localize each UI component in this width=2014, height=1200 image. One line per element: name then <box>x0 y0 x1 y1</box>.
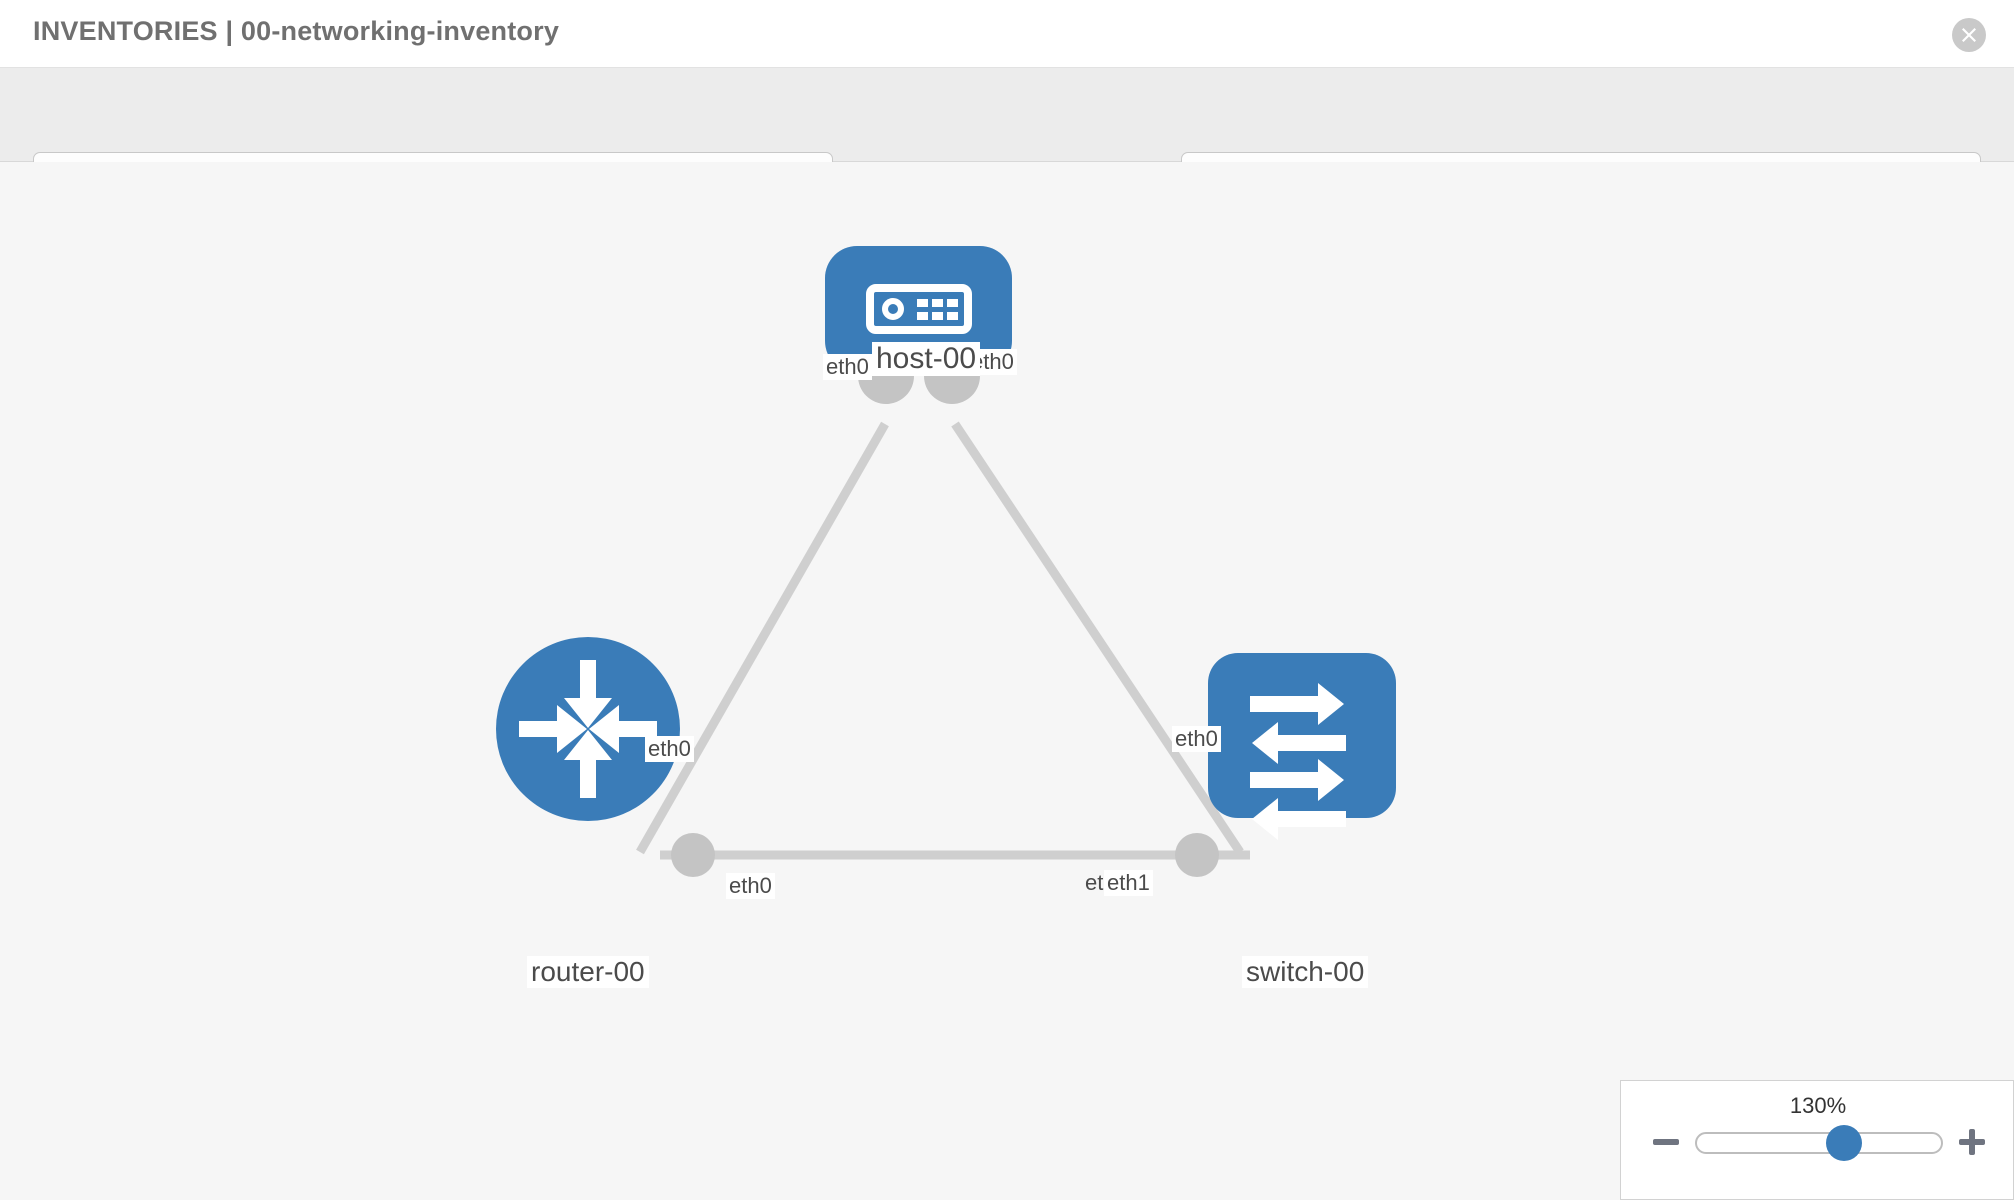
edge-label-switch-00-eth1: eth1 <box>1104 870 1153 896</box>
zoom-level-label: 130% <box>1789 1093 1847 1118</box>
zoom-out-button[interactable] <box>1649 1125 1683 1159</box>
node-host-00[interactable] <box>825 246 1012 373</box>
node-label-host-00: host-00 <box>872 342 981 376</box>
topology-graph <box>496 246 1396 877</box>
zoom-control-panel: 130% <box>1620 1080 2014 1200</box>
connector-switch-00-eth1[interactable] <box>1175 833 1219 877</box>
zoom-slider-handle[interactable] <box>1826 1125 1863 1161</box>
node-label-switch-00: switch-00 <box>1242 956 1369 988</box>
topology-canvas[interactable]: eth0 eth0 host-00 eth0 eth0 eth0 etl eth… <box>0 162 2014 1200</box>
page-header: INVENTORIES | 00-networking-inventory <box>0 0 2014 68</box>
plus-icon <box>1955 1129 1989 1163</box>
zoom-in-button[interactable] <box>1955 1125 1989 1159</box>
four-arrows-inward-icon <box>519 660 657 798</box>
close-button[interactable] <box>1952 18 1986 52</box>
zoom-slider[interactable] <box>1695 1132 1943 1154</box>
node-router-00[interactable] <box>496 637 680 821</box>
toolbar: ACTIONS SEARCH <box>0 68 2014 204</box>
close-icon <box>1952 18 1986 52</box>
edge-label-router-00-uplink-eth0: eth0 <box>645 736 694 762</box>
bidirectional-arrows-icon <box>1250 683 1346 840</box>
edge-label-host-00-eth0-left: eth0 <box>823 354 872 380</box>
server-device-icon <box>866 284 972 334</box>
topology-links <box>636 421 1250 860</box>
edge-label-router-00-eth0: eth0 <box>726 873 775 899</box>
node-switch-00[interactable] <box>1208 653 1396 840</box>
edge-label-switch-00-uplink-eth0: eth0 <box>1172 726 1221 752</box>
link-router-00-host-00[interactable] <box>636 421 889 855</box>
minus-icon <box>1649 1139 1683 1163</box>
page-title: INVENTORIES | 00-networking-inventory <box>33 16 560 46</box>
topology-connectors <box>671 348 1257 877</box>
link-host-00-switch-00[interactable] <box>951 421 1244 855</box>
edge-label-switch-00-overlap: etl <box>1085 870 1109 895</box>
connector-router-00-eth0[interactable] <box>671 833 715 877</box>
node-label-router-00: router-00 <box>527 956 649 988</box>
